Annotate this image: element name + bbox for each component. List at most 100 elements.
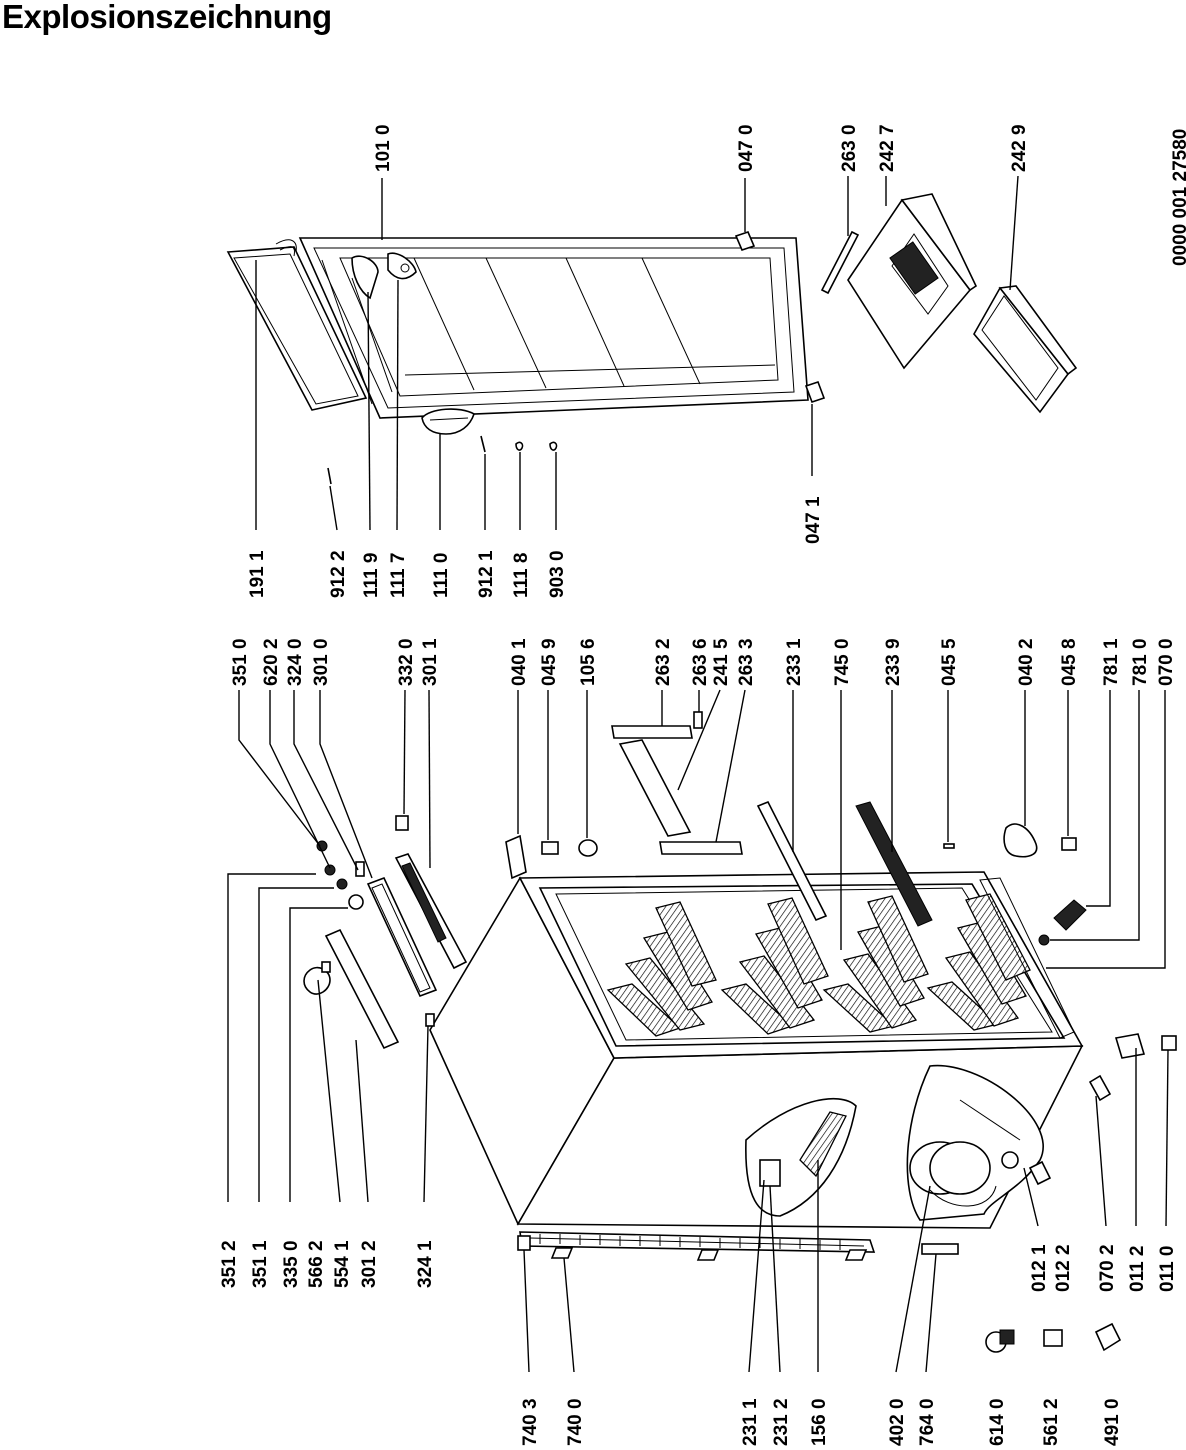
loose-parts xyxy=(985,1322,1122,1353)
rail-233-9 xyxy=(855,801,933,927)
part-491-0 xyxy=(1094,1322,1122,1352)
label-740-0: 740 0 xyxy=(565,1398,586,1446)
knob-351-0 xyxy=(316,840,328,852)
label-614-0: 614 0 xyxy=(987,1398,1008,1446)
cover-241-5 xyxy=(618,739,692,837)
plinth-740-0 xyxy=(519,1231,876,1261)
document-number: 0000 001 27580 xyxy=(1170,129,1186,266)
label-912-2: 912 2 xyxy=(328,550,349,598)
label-040-2: 040 2 xyxy=(1016,638,1037,686)
label-111-9: 111 9 xyxy=(361,553,382,598)
door-gasket xyxy=(226,239,368,411)
part-263-6 xyxy=(693,711,703,729)
part-561-2 xyxy=(1043,1329,1063,1347)
hinge-040-1 xyxy=(505,834,527,880)
knob-351-2 xyxy=(324,864,336,876)
door-assembly xyxy=(226,231,826,485)
label-740-3: 740 3 xyxy=(520,1398,541,1446)
compressor-area xyxy=(906,1064,1044,1221)
label-620-2: 620 2 xyxy=(261,638,282,686)
handle-cover-111-7 xyxy=(387,252,417,280)
part-045-8 xyxy=(1061,837,1077,851)
label-324-0: 324 0 xyxy=(285,638,306,686)
part-011-0 xyxy=(1161,1035,1177,1051)
label-012-2: 012 2 xyxy=(1053,1244,1074,1292)
label-040-1: 040 1 xyxy=(509,638,530,686)
label-561-2: 561 2 xyxy=(1041,1398,1062,1446)
label-231-2: 231 2 xyxy=(771,1398,792,1446)
lower-right-parts xyxy=(921,1033,1177,1255)
label-070-2: 070 2 xyxy=(1097,1244,1118,1292)
label-191-1: 191 1 xyxy=(247,550,268,598)
label-491-0: 491 0 xyxy=(1102,1398,1123,1446)
label-301-1: 301 1 xyxy=(420,638,441,686)
label-242-9: 242 9 xyxy=(1009,124,1030,172)
panel-301-2 xyxy=(324,928,400,1050)
thermostat-knob-335-0 xyxy=(348,894,364,910)
part-045-5 xyxy=(943,843,955,849)
knob-351-1 xyxy=(336,878,348,890)
label-011-0: 011 0 xyxy=(1157,1246,1178,1293)
label-781-1: 781 1 xyxy=(1101,638,1122,686)
label-231-1: 231 1 xyxy=(740,1398,761,1446)
part-045-9 xyxy=(541,841,559,855)
rail-263-3 xyxy=(659,841,743,855)
part-012-2 xyxy=(1028,1160,1052,1186)
label-045-9: 045 9 xyxy=(539,638,560,686)
label-263-6: 263 6 xyxy=(690,638,711,686)
rail-263-2 xyxy=(611,725,693,739)
label-233-9: 233 9 xyxy=(883,638,904,686)
part-labels: 351 2 351 1 335 0 566 2 554 1 301 2 324 … xyxy=(219,124,1186,1446)
label-111-7: 111 7 xyxy=(388,553,409,598)
label-351-2: 351 2 xyxy=(219,1240,240,1288)
rail-233-1 xyxy=(756,800,828,922)
leader-lines xyxy=(227,175,1169,1373)
label-745-0: 745 0 xyxy=(832,638,853,686)
label-105-6: 105 6 xyxy=(578,638,599,686)
label-402-0: 402 0 xyxy=(887,1398,908,1446)
label-242-7: 242 7 xyxy=(877,124,898,172)
label-047-0: 047 0 xyxy=(736,124,757,172)
label-351-1: 351 1 xyxy=(250,1240,271,1288)
screw-912-1 xyxy=(480,435,486,453)
label-011-2: 011 2 xyxy=(1127,1246,1148,1293)
cover-332-0 xyxy=(395,815,409,831)
label-241-5: 241 5 xyxy=(711,638,732,686)
label-045-5: 045 5 xyxy=(939,638,960,686)
handle-cover-111-9 xyxy=(351,255,379,300)
cabinet xyxy=(429,871,1084,1261)
label-047-1: 047 1 xyxy=(803,496,824,544)
label-351-0: 351 0 xyxy=(230,638,251,686)
drawer-242-7 xyxy=(847,193,978,370)
part-105-6 xyxy=(578,839,598,857)
foot-740-3 xyxy=(517,1235,531,1251)
hinge-040-2 xyxy=(1003,823,1038,858)
label-111-8: 111 8 xyxy=(511,553,532,598)
rod-263-0 xyxy=(820,230,860,295)
control-panel-parts xyxy=(303,815,468,1050)
label-324-1: 324 1 xyxy=(415,1240,436,1288)
label-263-2: 263 2 xyxy=(653,638,674,686)
label-101-0: 101 0 xyxy=(373,124,394,172)
door xyxy=(298,237,809,419)
part-070-2 xyxy=(1088,1074,1112,1102)
label-156-0: 156 0 xyxy=(809,1398,830,1446)
page-title: Explosionszeichnung xyxy=(2,0,332,35)
screw-912-2 xyxy=(327,467,332,485)
part-324-0 xyxy=(355,861,365,877)
clip-903-0 xyxy=(549,441,558,451)
part-781-1 xyxy=(1053,899,1087,931)
label-301-2: 301 2 xyxy=(359,1240,380,1288)
label-554-1: 554 1 xyxy=(332,1240,353,1288)
hinge-cap-047-1 xyxy=(804,380,826,404)
label-332-0: 332 0 xyxy=(396,638,417,686)
label-301-0: 301 0 xyxy=(311,638,332,686)
part-764-0 xyxy=(921,1243,959,1255)
interior-parts xyxy=(505,711,1087,946)
part-554-1 xyxy=(321,961,331,973)
label-263-0: 263 0 xyxy=(839,124,860,172)
door-handle xyxy=(421,408,475,435)
label-070-0: 070 0 xyxy=(1156,638,1177,686)
label-903-0: 903 0 xyxy=(547,550,568,598)
